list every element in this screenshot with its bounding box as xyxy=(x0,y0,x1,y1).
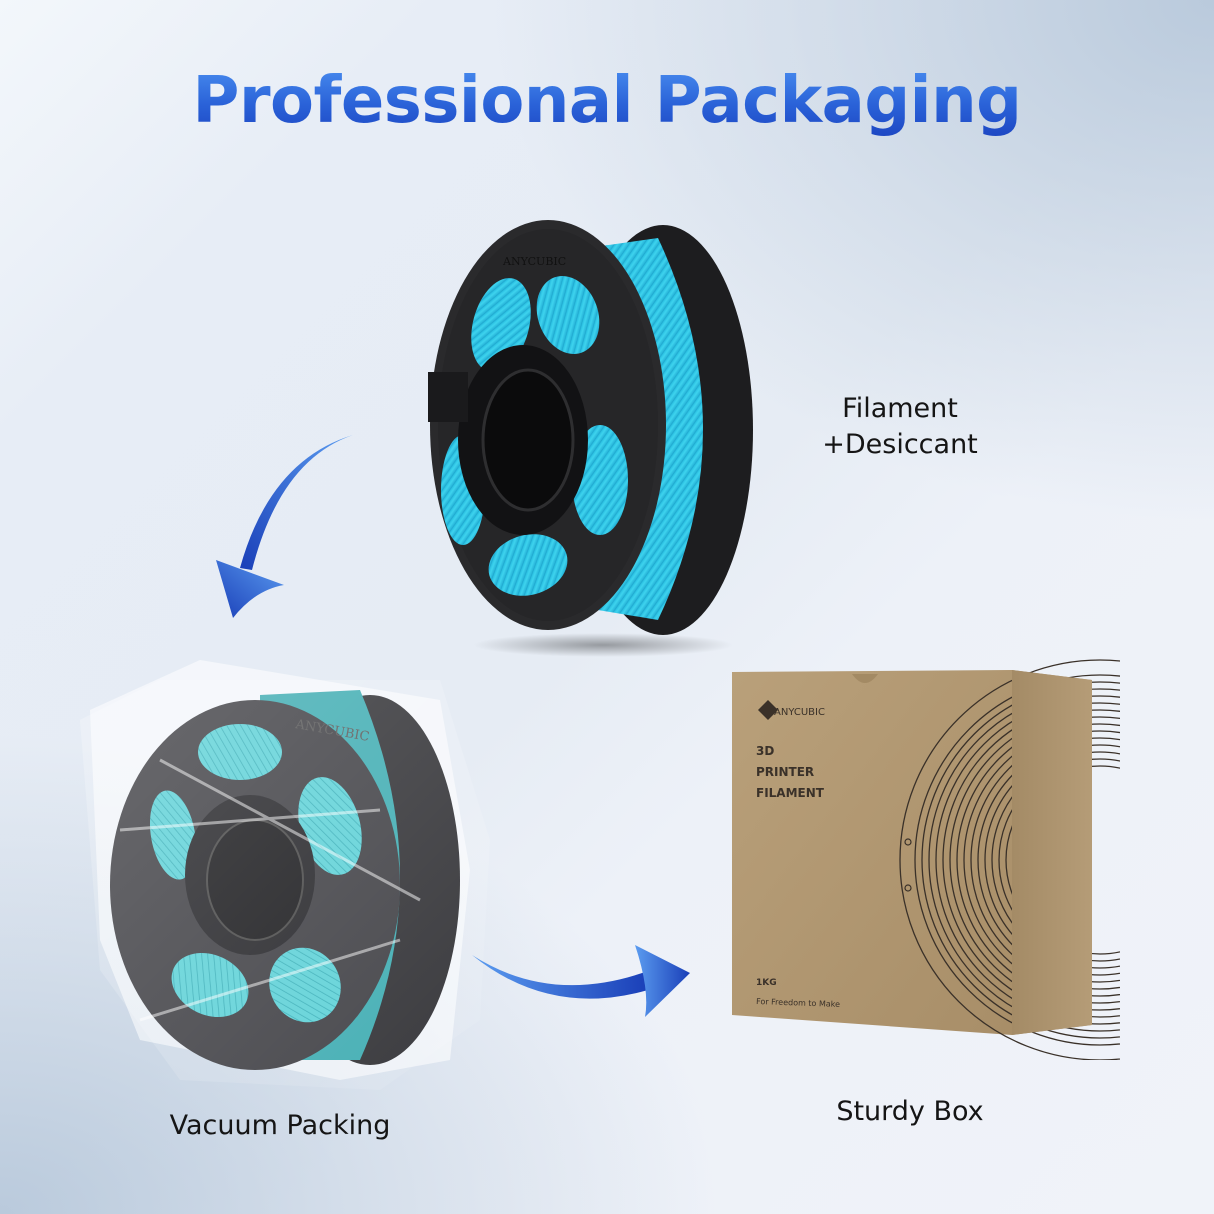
box-line-printer: PRINTER xyxy=(756,765,814,779)
box-line-filament: FILAMENT xyxy=(756,786,825,800)
filament-label-line1: Filament xyxy=(842,393,958,424)
spool-brand-text: ANYCUBIC xyxy=(502,255,566,268)
curved-arrow-right-icon xyxy=(472,945,690,1017)
box-line-3d: 3D xyxy=(756,744,774,758)
page-title: Professional Packaging xyxy=(0,64,1214,138)
filament-desiccant-label: Filament +Desiccant xyxy=(790,391,1010,463)
box-slogan: For Freedom to Make xyxy=(756,997,840,1009)
box-brand-text: ANYCUBIC xyxy=(774,707,825,718)
filament-label-line2: +Desiccant xyxy=(822,429,978,460)
vacuum-packed-spool-image: ANYCUBIC xyxy=(80,660,490,1090)
filament-spool-image: ANYCUBIC xyxy=(428,220,753,657)
sturdy-box-image: ANYCUBIC 3D PRINTER FILAMENT 1KG For Fre… xyxy=(732,659,1120,1060)
sturdy-box-label: Sturdy Box xyxy=(836,1096,984,1127)
box-weight: 1KG xyxy=(756,978,777,988)
curved-arrow-down-left-icon xyxy=(216,435,353,618)
anycubic-logo-icon xyxy=(758,700,778,720)
vacuum-packing-label: Vacuum Packing xyxy=(169,1110,391,1141)
